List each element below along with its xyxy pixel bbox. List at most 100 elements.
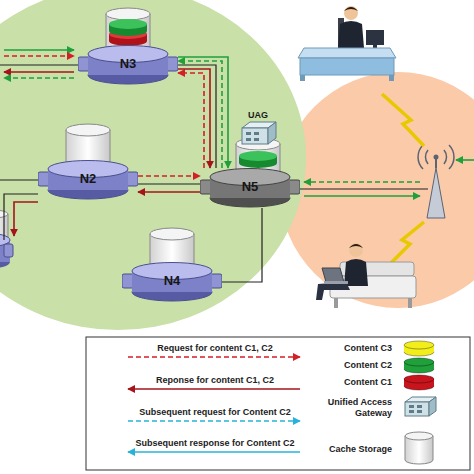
flow-arrow [456,159,474,161]
connector [178,69,210,168]
wireless-zone [280,72,474,308]
access-point [434,155,439,160]
legend-gateway-icon [429,397,436,416]
link-wire [0,65,428,240]
router-node: N5 [200,168,300,208]
cache-storage [106,8,150,20]
laptop-user [334,298,338,308]
legend-text: Content C3 [300,343,392,354]
node-label: N2 [38,171,138,187]
link-wire [300,188,428,189]
legend-swatches [404,341,434,390]
flow-arrow [4,50,474,236]
flow-arrow [4,71,74,73]
connector [178,57,228,168]
legend-text: Request for content C1, C2 [110,343,320,354]
cache-storage [109,19,147,29]
connector [138,175,200,177]
laptop-user [324,281,348,284]
legend-gateway-icon [405,397,436,416]
content-swatch [404,341,434,356]
laptop-user [349,243,363,257]
legend-text: Content C1 [300,377,392,388]
desk-user [344,6,358,20]
partial-router [0,210,13,269]
desk-user [338,21,364,48]
legend-text: Unified Access Gateway [300,397,392,419]
connector [138,191,200,193]
gateway-icon [254,138,259,141]
laptop-user [349,244,363,248]
gateway-icon [246,132,251,135]
router-node: N2 [38,160,138,200]
legend-gateway-icon [405,402,429,416]
link-wire [0,179,38,180]
flow-arrow [4,49,74,51]
access-point [418,145,423,169]
swatch-top [404,375,434,383]
router-node: N4 [122,262,222,302]
legend-line-sample [128,388,300,390]
wireless-bolt [382,94,424,266]
cache-storage [239,151,277,161]
content-swatch [404,375,434,390]
legend-box [86,337,470,470]
gateway-icon [246,138,251,141]
flow-arrow [304,195,420,197]
legend-line-sample [128,356,300,358]
desk-user [344,7,358,11]
node-label: N5 [200,179,300,195]
access-point [425,150,428,164]
legend-box [86,337,470,470]
connector [178,65,216,168]
desk-user [366,30,384,45]
cache-storage [150,228,194,240]
connector-group [138,57,262,282]
router-node: N3 [78,45,178,85]
laptop-user [316,243,416,308]
laptop-user [316,282,350,300]
gateway-icon [242,128,268,144]
partial-router [4,244,13,257]
access-point [449,145,454,169]
legend-text: Subsequent response for Content C2 [110,438,320,449]
legend-gateway-icon [409,405,414,408]
core-network-zone [0,0,306,330]
desk-user [298,48,396,58]
node-label: N3 [78,56,178,72]
connector [222,208,262,282]
swatch-top [404,358,434,366]
wireless-bolt [388,222,424,266]
legend-cache-icon [405,432,433,464]
desk-user [300,58,394,75]
flow-arrow [4,77,74,79]
desk-user [300,75,305,81]
wireless-zone [280,72,474,308]
wireless-bolt [382,94,424,146]
gateway-icon [242,122,276,144]
access-point [427,168,445,218]
legend-line-sample [128,451,300,453]
legend-gateway-icon [417,410,422,413]
access-point [444,150,447,164]
legend-text: Content C2 [300,360,392,371]
gateway-icon [268,122,276,144]
link-wire [4,194,38,240]
desk-user [389,75,394,81]
legend-gateway-icon [417,405,422,408]
connector [178,61,222,168]
cache-storage [66,124,110,136]
core-network-zone [0,0,306,330]
flow-arrow [4,55,74,57]
legend-text: Cache Storage [300,444,392,455]
laptop-user [408,298,412,308]
legend-text: Subsequent request for Content C2 [110,407,320,418]
gateway-icon [254,132,259,135]
legend-line-sample [128,420,300,422]
node-label: N4 [122,273,222,289]
link-wire [0,64,78,65]
flow-arrow [304,181,420,183]
